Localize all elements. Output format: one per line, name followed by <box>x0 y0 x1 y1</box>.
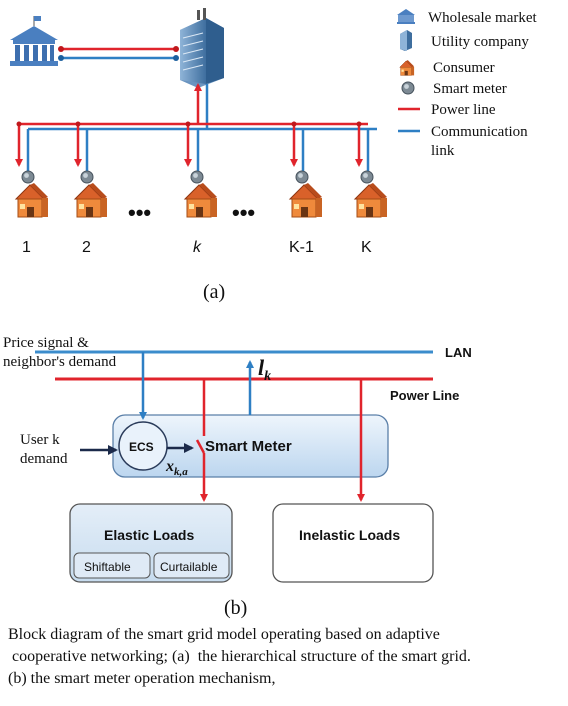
house-label-k-1: K-1 <box>289 239 314 256</box>
ecs-node <box>118 421 168 471</box>
legend-utility-icon <box>400 30 412 51</box>
caption-line-1: Block diagram of the smart grid model op… <box>8 626 440 643</box>
consumer-house-k <box>184 170 218 218</box>
caption-line-3: (b) the smart meter operation mechanism, <box>8 670 276 687</box>
user-demand-label-2: demand <box>20 451 68 467</box>
house-label-2: 2 <box>82 239 91 256</box>
legend-wholesale-market: Wholesale market <box>428 10 538 26</box>
lan-label: LAN <box>445 345 472 360</box>
house-label-K: K <box>361 239 372 256</box>
inelastic-loads-label: Inelastic Loads <box>299 527 400 543</box>
ellipsis-right: ••• <box>232 200 255 225</box>
legend-power-line: Power line <box>431 102 496 118</box>
legend-comm-link-line2: link <box>431 143 455 159</box>
power-line-label: Power Line <box>390 388 459 403</box>
legend: Wholesale market Utility company Consume… <box>397 9 538 159</box>
house-label-1: 1 <box>22 239 31 256</box>
price-signal-label-2: neighbor's demand <box>3 354 117 370</box>
legend-wholesale-icon <box>397 9 415 24</box>
shiftable-box <box>73 552 151 579</box>
part-a-label: (a) <box>203 281 225 303</box>
price-signal-label-1: Price signal & <box>3 335 89 351</box>
caption-line-2: cooperative networking; (a) the hierarch… <box>8 648 471 665</box>
shiftable-label: Shiftable <box>84 560 131 574</box>
part-b-label: (b) <box>224 597 247 619</box>
utility-company-icon <box>180 8 224 88</box>
smart-meter-label: Smart Meter <box>205 438 292 455</box>
house-drops <box>15 121 370 173</box>
figure-caption: Block diagram of the smart grid model op… <box>8 624 563 690</box>
legend-smart-meter-icon <box>401 81 415 95</box>
ellipsis-left: ••• <box>128 200 151 225</box>
consumer-house-K <box>354 170 388 218</box>
x-ka-label: xk,a <box>165 458 188 478</box>
user-demand-label-1: User k <box>20 432 60 448</box>
elastic-loads-label: Elastic Loads <box>104 527 194 543</box>
curtailable-box <box>153 552 230 579</box>
legend-smart-meter: Smart meter <box>433 81 507 97</box>
consumer-house-k-1 <box>289 170 323 218</box>
switch-blade <box>195 439 206 454</box>
consumer-house-1 <box>15 170 49 218</box>
consumer-house-2 <box>74 170 108 218</box>
legend-consumer-icon <box>399 59 415 76</box>
inelastic-loads-box <box>272 503 434 583</box>
lk-label: lk <box>258 355 271 384</box>
curtailable-label: Curtailable <box>160 560 218 574</box>
wholesale-market-icon <box>10 16 58 66</box>
house-label-k: k <box>193 239 202 256</box>
legend-comm-link-line1: Communication <box>431 124 528 140</box>
ecs-label: ECS <box>129 440 154 454</box>
legend-consumer: Consumer <box>433 60 495 76</box>
legend-utility-company: Utility company <box>431 34 529 50</box>
